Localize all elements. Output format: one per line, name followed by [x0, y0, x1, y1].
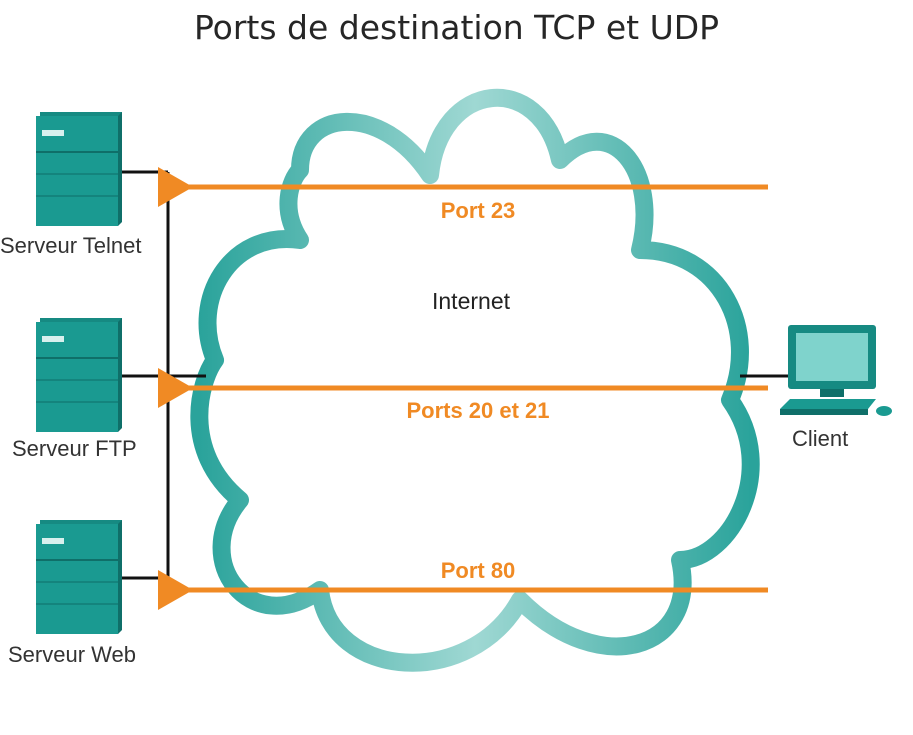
diagram-title: Ports de destination TCP et UDP	[193, 8, 720, 47]
server-ftp-label: Serveur FTP	[12, 436, 137, 461]
client-computer-icon	[780, 325, 892, 416]
port-80-label: Port 80	[440, 558, 516, 583]
client-label: Client	[792, 426, 849, 451]
port-23-label: Port 23	[440, 198, 516, 223]
server-ftp-icon	[36, 318, 122, 432]
server-web-icon	[36, 520, 122, 634]
internet-label: Internet	[432, 288, 510, 314]
server-web-label: Serveur Web	[8, 642, 136, 667]
internet-cloud-icon	[190, 88, 760, 672]
server-telnet-icon	[36, 112, 122, 226]
ports-20-21-label: Ports 20 et 21	[406, 398, 550, 423]
server-telnet-label: Serveur Telnet	[0, 233, 142, 258]
flow-arrows	[158, 167, 768, 610]
